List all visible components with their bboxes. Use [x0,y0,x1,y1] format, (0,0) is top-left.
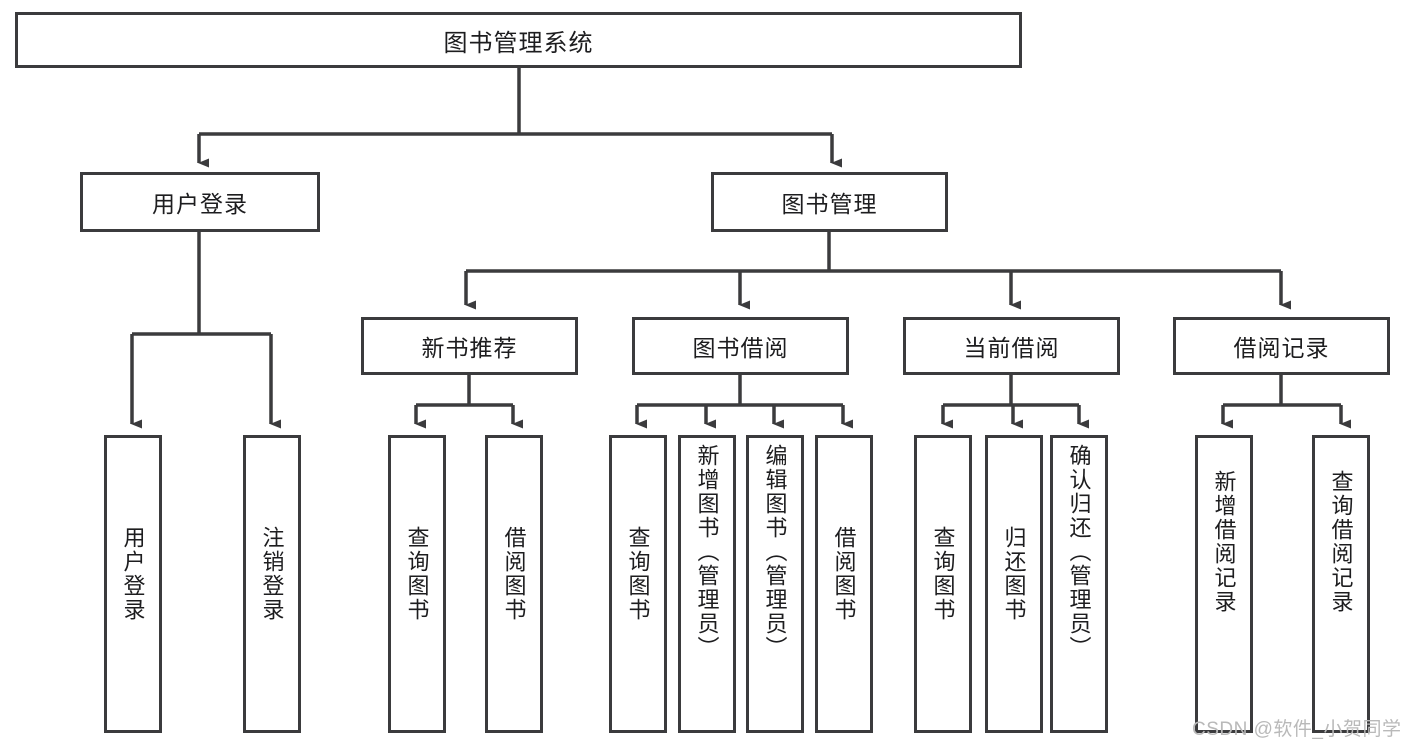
node-label: 新书推荐 [421,335,518,361]
node-label: 借阅记录 [1233,335,1330,361]
leaf-book-borrow-query-book[interactable]: 查询图书 [609,435,667,733]
node-root-book-management-system[interactable]: 图书管理系统 [15,12,1022,68]
leaf-borrow-record-add-record[interactable]: 新增借阅记录 [1195,435,1253,733]
leaf-borrow-record-query-record[interactable]: 查询借阅记录 [1312,435,1370,733]
leaf-label: 查询图书 [404,526,430,622]
leaf-book-borrow-edit-book-admin[interactable]: 编辑图书（管理员） [746,435,804,733]
leaf-label: 编辑图书（管理员） [762,444,788,660]
leaf-label: 确认归还（管理员） [1066,444,1092,660]
node-user-login[interactable]: 用户登录 [80,172,320,232]
leaf-current-borrow-query-book[interactable]: 查询图书 [914,435,972,733]
node-new-book-recommend[interactable]: 新书推荐 [361,317,578,375]
node-book-borrow[interactable]: 图书借阅 [632,317,849,375]
node-label: 图书管理 [781,191,878,217]
leaf-current-borrow-confirm-return-admin[interactable]: 确认归还（管理员） [1050,435,1108,733]
node-label: 用户登录 [152,191,248,217]
leaf-label: 查询图书 [930,526,956,622]
leaf-label: 查询借阅记录 [1328,470,1354,614]
leaf-new-book-borrow-book[interactable]: 借阅图书 [485,435,543,733]
leaf-current-borrow-return-book[interactable]: 归还图书 [985,435,1043,733]
leaf-label: 新增图书（管理员） [694,444,720,660]
leaf-book-borrow-borrow-book[interactable]: 借阅图书 [815,435,873,733]
node-borrow-record[interactable]: 借阅记录 [1173,317,1390,375]
leaf-label: 注销登录 [259,526,285,622]
leaf-label: 借阅图书 [501,526,527,622]
leaf-label: 归还图书 [1001,526,1027,622]
leaf-book-borrow-add-book-admin[interactable]: 新增图书（管理员） [678,435,736,733]
node-label: 图书管理系统 [443,29,594,57]
leaf-new-book-query-book[interactable]: 查询图书 [388,435,446,733]
leaf-label: 借阅图书 [831,526,857,622]
csdn-watermark: CSDN @软件_小贺同学 [1192,719,1402,740]
leaf-label: 新增借阅记录 [1211,470,1237,614]
leaf-label: 查询图书 [625,526,651,622]
leaf-label: 用户登录 [120,526,146,622]
leaf-user-login-logout[interactable]: 注销登录 [243,435,301,733]
node-current-borrow[interactable]: 当前借阅 [903,317,1120,375]
node-label: 当前借阅 [963,335,1060,361]
leaf-user-login-login[interactable]: 用户登录 [104,435,162,733]
node-label: 图书借阅 [692,335,789,361]
node-book-management[interactable]: 图书管理 [711,172,948,232]
